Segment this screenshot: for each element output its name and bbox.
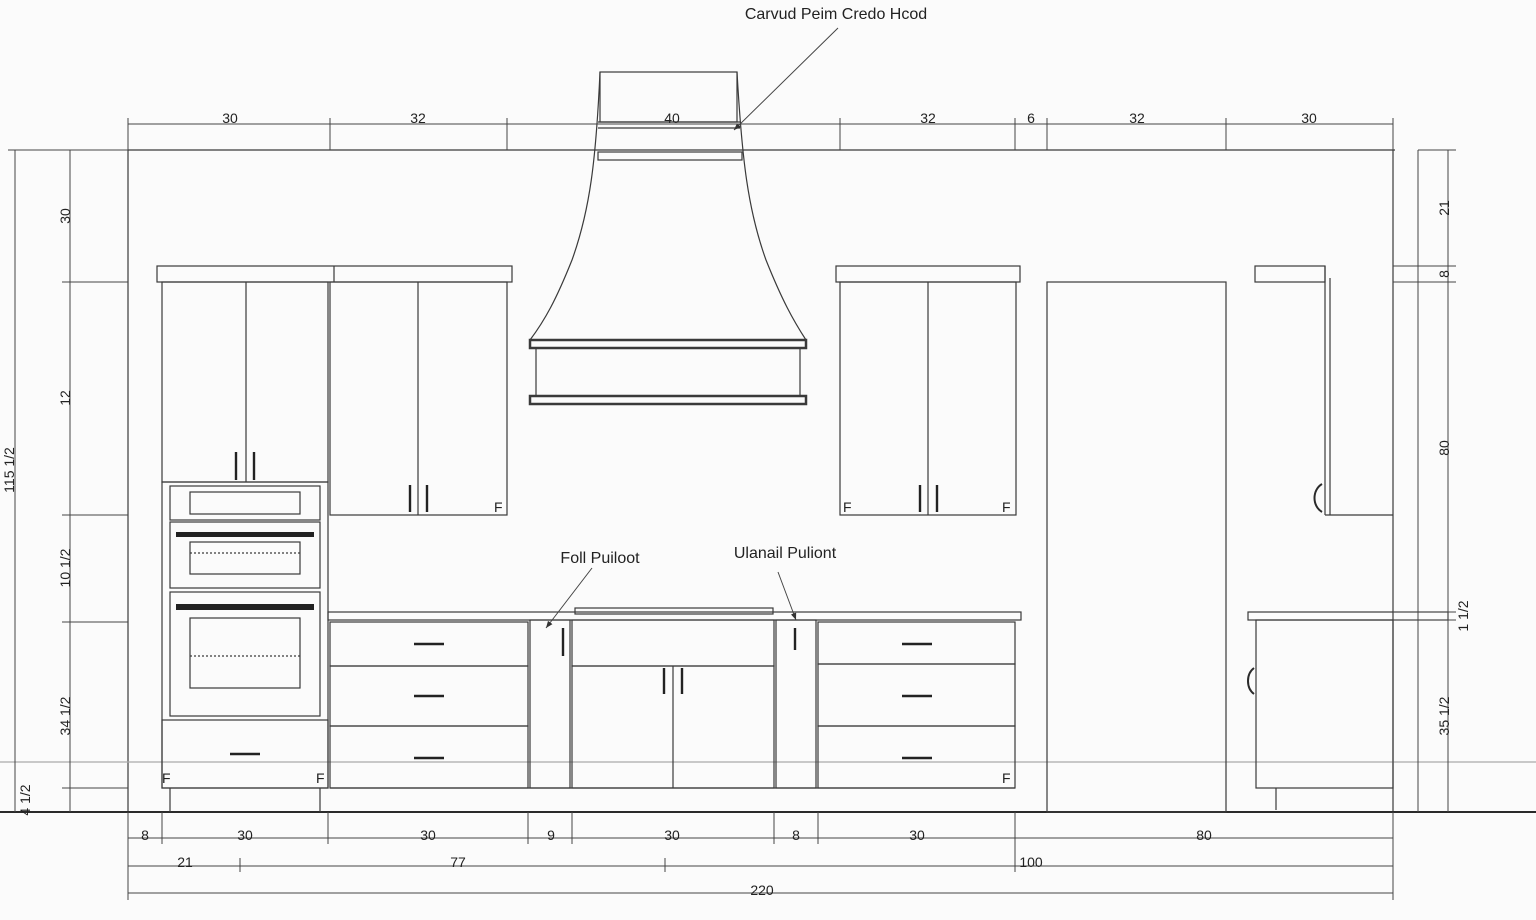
overall-width-dim: 220	[750, 882, 774, 898]
upper-cabinets-left: F	[156, 265, 513, 516]
left-overall-dim: 115 1/2	[1, 447, 17, 493]
base-cabinets: F	[327, 607, 1022, 789]
svg-text:F: F	[162, 770, 171, 786]
bottom-dim-3: 30	[420, 827, 436, 843]
top-dim-4: 32	[920, 110, 936, 126]
left-dim-5: 4 1/2	[17, 784, 33, 815]
bottom-dimension-lines	[127, 812, 1394, 900]
top-dimension-labels: 30 32 40 32 6 32 30	[222, 110, 1317, 126]
right-dim-4: 1 1/2	[1455, 600, 1471, 631]
left-pullout-label: Foll Puiloot	[560, 550, 640, 567]
bottom-dim-9: 21	[177, 854, 193, 870]
oven-tower: F F	[161, 481, 329, 812]
bottom-dim-5: 30	[664, 827, 680, 843]
left-dim-3: 10 1/2	[57, 548, 73, 587]
bottom-dim-10: 77	[450, 854, 466, 870]
bottom-dim-8: 80	[1196, 827, 1212, 843]
top-dim-5: 6	[1027, 110, 1035, 126]
top-dim-7: 30	[1301, 110, 1317, 126]
bottom-dimension-labels: 8 30 30 9 30 8 30 80 21 77 100 220	[141, 827, 1212, 898]
right-dim-5: 35 1/2	[1436, 696, 1452, 735]
bottom-dim-6: 8	[792, 827, 800, 843]
top-dim-3: 40	[664, 110, 680, 126]
right-dim-1: 21	[1436, 200, 1452, 216]
upper-cabinet-right: F F	[835, 265, 1021, 516]
svg-text:F: F	[1002, 770, 1011, 786]
top-dim-1: 30	[222, 110, 238, 126]
left-dimension-lines	[8, 149, 128, 812]
bottom-dim-4: 9	[547, 827, 555, 843]
right-dimension-lines	[1393, 149, 1456, 812]
right-dim-3: 80	[1436, 440, 1452, 456]
top-dimension-line	[127, 118, 1394, 150]
hood-label: Carvud Peim Credo Hcod	[745, 6, 927, 23]
right-dimension-labels: 21 8 80 1 1/2 35 1/2	[1436, 200, 1471, 735]
right-dim-2: 8	[1436, 270, 1452, 278]
left-dim-2: 12	[57, 390, 73, 406]
bottom-dim-7: 30	[909, 827, 925, 843]
svg-text:F: F	[494, 499, 503, 515]
right-return-cabinet	[1247, 265, 1449, 810]
svg-text:F: F	[1002, 499, 1011, 515]
svg-text:F: F	[843, 499, 852, 515]
left-dimension-labels: 115 1/2 30 12 10 1/2 34 1/2 4 1/2	[1, 208, 73, 816]
left-dim-1: 30	[57, 208, 73, 224]
tall-panel	[1046, 281, 1227, 813]
top-dim-6: 32	[1129, 110, 1145, 126]
left-dim-4: 34 1/2	[57, 696, 73, 735]
top-dim-2: 32	[410, 110, 426, 126]
svg-text:F: F	[316, 770, 325, 786]
bottom-dim-1: 8	[141, 827, 149, 843]
bottom-dim-11: 100	[1019, 854, 1043, 870]
range-hood	[528, 71, 808, 406]
bottom-dim-2: 30	[237, 827, 253, 843]
right-pullout-label: Ulanail Puliont	[734, 545, 837, 562]
annotation-leaders	[545, 27, 839, 629]
wall-outline	[0, 149, 1536, 813]
